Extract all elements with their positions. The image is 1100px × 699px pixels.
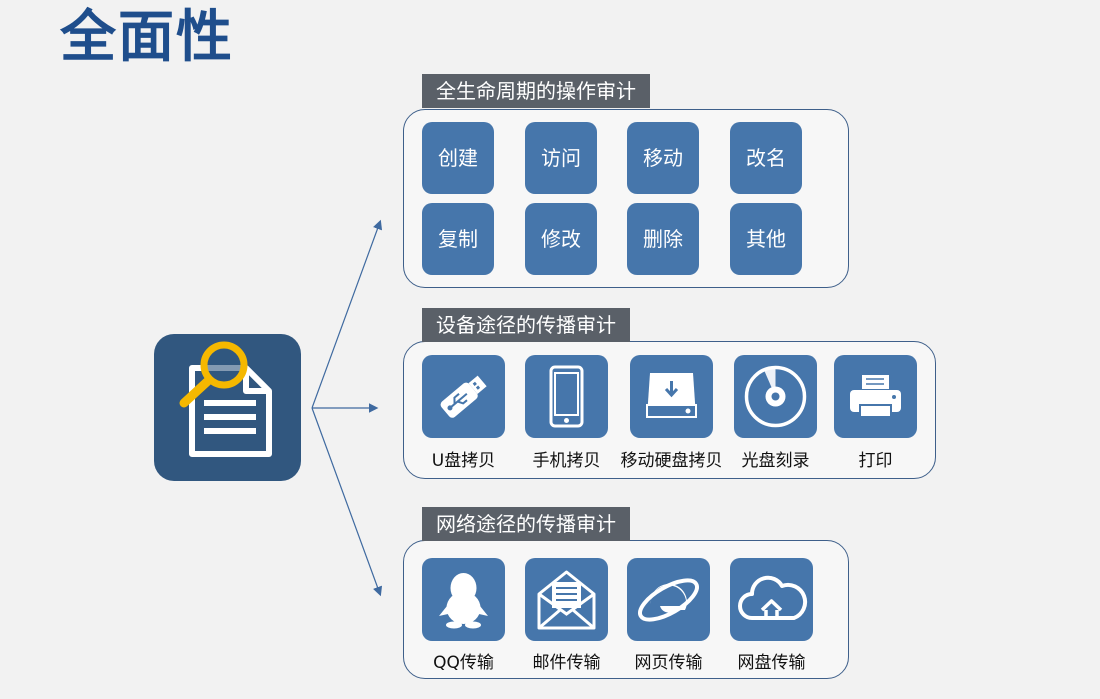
disc-burn-label: 光盘刻录 — [741, 451, 810, 471]
op-move-tile[interactable]: 移动 — [627, 122, 699, 194]
arrow-to-network — [311, 407, 383, 597]
web-transfer-label: 网页传输 — [634, 653, 703, 673]
section-label-operations: 全生命周期的操作审计 — [422, 74, 650, 108]
usb-drive-icon — [440, 375, 487, 418]
qq-transfer-label: QQ传输 — [433, 653, 494, 673]
cloud-transfer-label: 网盘传输 — [737, 653, 806, 673]
op-modify-tile[interactable]: 修改 — [525, 203, 597, 275]
smartphone-tile[interactable] — [525, 355, 608, 438]
external-hard-drive-tile[interactable] — [630, 355, 713, 438]
section-label-network: 网络途径的传播审计 — [422, 507, 630, 541]
qq-tile[interactable] — [422, 558, 505, 641]
printer-tile[interactable] — [834, 355, 917, 438]
cloud-tile[interactable] — [730, 558, 813, 641]
optical-disc-tile[interactable] — [734, 355, 817, 438]
smartphone-icon — [549, 365, 584, 428]
page-title: 全面性 — [60, 5, 234, 70]
mail-tile[interactable] — [525, 558, 608, 641]
op-create-tile[interactable]: 创建 — [422, 122, 494, 194]
document-search-icon — [154, 334, 301, 481]
op-rename-tile[interactable]: 改名 — [730, 122, 802, 194]
op-access-tile[interactable]: 访问 — [525, 122, 597, 194]
printer-icon — [850, 375, 901, 418]
print-label: 打印 — [858, 451, 893, 471]
op-other-tile[interactable]: 其他 — [730, 203, 802, 275]
section-label-devices: 设备途径的传播审计 — [422, 308, 630, 342]
mail-envelope-icon — [537, 570, 596, 630]
optical-disc-icon — [744, 365, 807, 428]
usb-copy-label: U盘拷贝 — [431, 451, 496, 471]
external-hard-drive-icon — [646, 373, 697, 418]
mail-transfer-label: 邮件传输 — [532, 653, 601, 673]
arrow-to-operations — [311, 219, 383, 409]
internet-explorer-icon — [638, 578, 699, 622]
cloud-upload-icon — [738, 575, 808, 620]
phone-copy-label: 手机拷贝 — [532, 451, 601, 471]
web-tile[interactable] — [627, 558, 710, 641]
hard-drive-copy-label: 移动硬盘拷贝 — [620, 451, 723, 471]
op-copy-tile[interactable]: 复制 — [422, 203, 494, 275]
qq-penguin-icon — [439, 573, 488, 629]
usb-drive-tile[interactable] — [422, 355, 505, 438]
op-delete-tile[interactable]: 删除 — [627, 203, 699, 275]
